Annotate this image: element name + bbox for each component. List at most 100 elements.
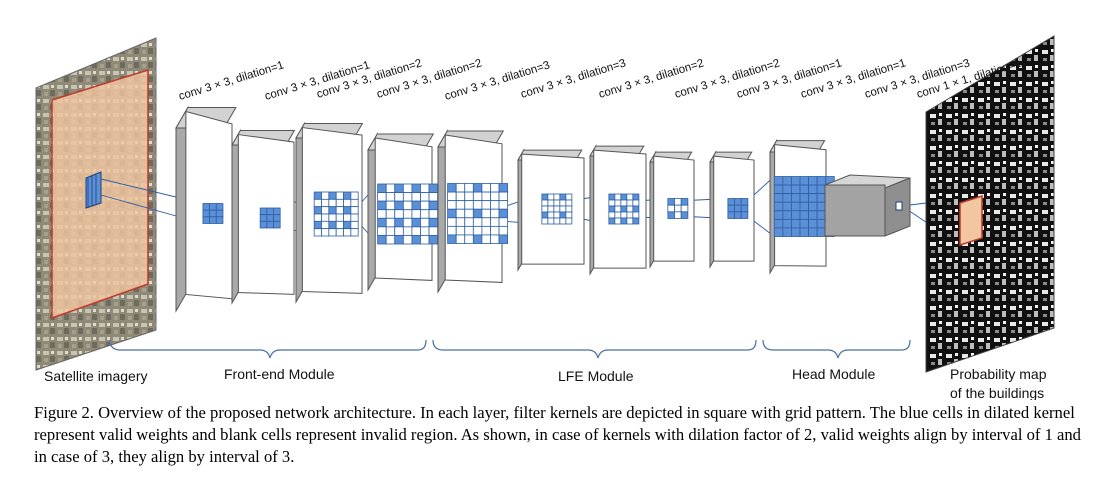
kernel-grid (313, 191, 359, 237)
kernel-cell-valid (727, 204, 735, 213)
kernel-cell-valid (799, 227, 809, 237)
kernel-cell-blank (565, 193, 573, 201)
kernel-cell-valid (799, 210, 809, 220)
kernel-cell-blank (385, 226, 396, 236)
conv-layer (517, 148, 585, 272)
kernel-cell-blank (614, 193, 622, 201)
input-label: Satellite imagery (44, 368, 148, 384)
kernel-cell-blank (680, 204, 689, 213)
kernel-cell-valid (799, 184, 809, 195)
kernel-cell-valid (428, 217, 439, 228)
kernel-cell-blank (394, 226, 404, 236)
kernel-cell-blank (321, 228, 330, 237)
kernel-cell-valid (377, 183, 387, 193)
kernel-cell-blank (394, 192, 404, 202)
brace-head (762, 339, 911, 359)
kernel-cell-blank (385, 183, 396, 193)
kernel-cell-valid (259, 214, 268, 222)
kernel-cell-blank (547, 199, 555, 207)
kernel-cell-valid (740, 198, 749, 206)
kernel-cell-blank (674, 204, 682, 213)
kernel-cell-valid (559, 193, 567, 201)
kernel-cell-valid (808, 227, 818, 237)
kernel-cell-blank (402, 226, 413, 236)
kernel-cell-blank (553, 211, 561, 219)
kernel-cell-valid (816, 193, 827, 203)
kernel-cell-blank (547, 211, 555, 219)
kernel-cell-blank (490, 217, 500, 227)
kernel-cell-blank (632, 199, 640, 207)
kernel-cell-valid (608, 217, 616, 225)
kernel-cell-blank (490, 200, 500, 210)
kernel-cell-blank (481, 225, 491, 236)
kernel-cell-valid (667, 211, 675, 219)
kernel-grid (447, 183, 509, 244)
kernel-cell-blank (385, 217, 396, 228)
kernel-cell-blank (481, 208, 491, 219)
kernel-cell-valid (273, 207, 281, 216)
kernel-cell-blank (559, 205, 567, 213)
kernel-cell-blank (335, 213, 344, 222)
kernel-cell-blank (313, 198, 322, 208)
kernel-cell-blank (402, 183, 413, 193)
kernel-cell-blank (313, 228, 322, 237)
kernel-cell-blank (472, 225, 483, 236)
kernel-cell-valid (782, 210, 792, 220)
kernel-cell-valid (472, 183, 483, 193)
kernel-cell-blank (420, 200, 430, 211)
kernel-cell-valid (498, 183, 509, 193)
kernel-cell-valid (632, 205, 640, 213)
kernel-cell-blank (447, 200, 457, 210)
kernel-cell-valid (791, 176, 801, 186)
kernel-cell-valid (680, 211, 689, 219)
kernel-cell-blank (428, 209, 439, 219)
kernel-cell-valid (215, 203, 224, 211)
kernel-cell-blank (565, 205, 573, 213)
kernel-cell-valid (667, 198, 675, 206)
kernel-cell-valid (266, 207, 274, 216)
kernel-cell-blank (498, 200, 509, 210)
kernel-cell-valid (215, 209, 224, 218)
kernel-cell-valid (343, 191, 352, 200)
kernel-cell-valid (808, 176, 818, 186)
kernel-cell-valid (411, 235, 421, 245)
kernel-cell-blank (377, 192, 387, 202)
kernel-cell-blank (559, 217, 567, 225)
brace-front-end (109, 339, 427, 359)
kernel-cell-blank (321, 213, 330, 222)
kernel-cell-valid (782, 218, 792, 229)
kernel-grid (727, 198, 749, 219)
kernel-cell-blank (608, 199, 616, 207)
kernel-cell-valid (428, 235, 439, 245)
kernel-cell-valid (202, 203, 211, 211)
kernel-cell-blank (490, 208, 500, 219)
kernel-cell-valid (632, 217, 640, 225)
kernel-cell-blank (541, 217, 549, 225)
kernel-cell-blank (343, 198, 352, 208)
kernel-grid (202, 203, 224, 224)
kernel-cell-blank (464, 234, 474, 244)
kernel-cell-blank (490, 225, 500, 236)
kernel-cell-valid (734, 211, 742, 219)
kernel-cell-blank (455, 208, 466, 219)
kernel-cell-blank (420, 183, 430, 193)
kernel-cell-valid (782, 193, 792, 203)
kernel-cell-valid (791, 193, 801, 203)
kernel-cell-valid (773, 227, 784, 237)
kernel-cell-valid (202, 209, 211, 218)
kernel-cell-blank (472, 217, 483, 227)
kernel-cell-blank (402, 235, 413, 245)
kernel-cell-blank (614, 211, 622, 219)
layer-label: conv 3 × 3, dilation=1 (735, 57, 843, 100)
conv-layer (709, 150, 755, 269)
kernel-cell-blank (498, 217, 509, 227)
kernel-cell-blank (464, 183, 474, 193)
conv-layers (175, 105, 835, 313)
kernel-cell-blank (553, 199, 561, 207)
kernel-cell-valid (799, 201, 809, 212)
kernel-cell-valid (782, 201, 792, 212)
kernel-cell-valid (394, 200, 404, 211)
kernel-cell-valid (782, 184, 792, 195)
kernel-cell-valid (727, 198, 735, 206)
kernel-cell-valid (377, 217, 387, 228)
